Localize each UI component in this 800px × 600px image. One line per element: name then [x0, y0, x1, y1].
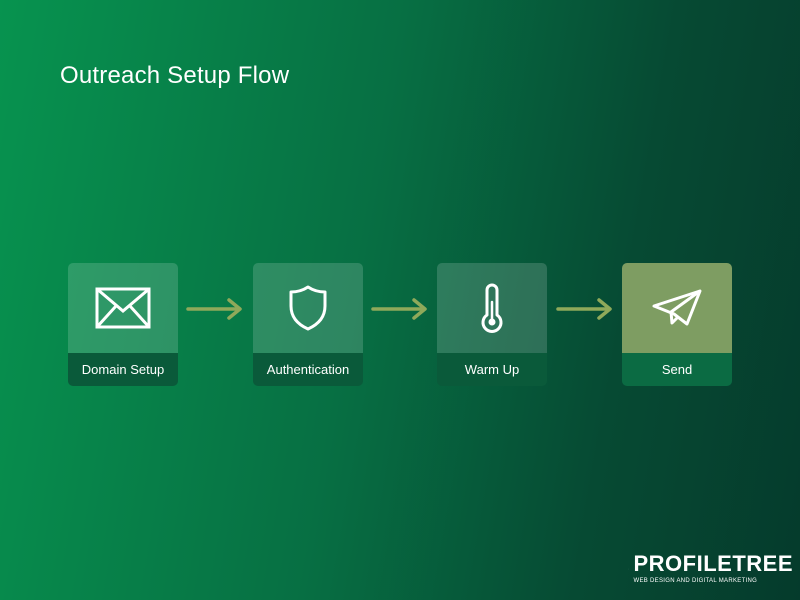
step-tile [622, 263, 732, 353]
step-label: Warm Up [437, 353, 547, 386]
envelope-icon [95, 287, 151, 329]
step-label: Send [622, 353, 732, 386]
profiletree-logo: PROFILETREE WEB DESIGN AND DIGITAL MARKE… [628, 548, 793, 590]
arrow-right-icon [556, 298, 612, 320]
step-tile [68, 263, 178, 353]
page-title: Outreach Setup Flow [60, 62, 290, 89]
step-tile [253, 263, 363, 353]
step-authentication: Authentication [253, 263, 363, 386]
step-tile [437, 263, 547, 353]
arrow-right-icon [371, 298, 427, 320]
step-warm-up: Warm Up [437, 263, 547, 386]
step-domain-setup: Domain Setup [68, 263, 178, 386]
arrow-right-icon [186, 298, 242, 320]
step-label: Authentication [253, 353, 363, 386]
thermometer-icon [481, 283, 503, 333]
logo-tagline: WEB DESIGN AND DIGITAL MARKETING [633, 578, 758, 584]
logo-wordmark: PROFILETREE [633, 551, 793, 576]
shield-icon [289, 285, 327, 331]
step-send: Send [622, 263, 732, 386]
paper-plane-icon [652, 289, 702, 326]
step-label: Domain Setup [68, 353, 178, 386]
